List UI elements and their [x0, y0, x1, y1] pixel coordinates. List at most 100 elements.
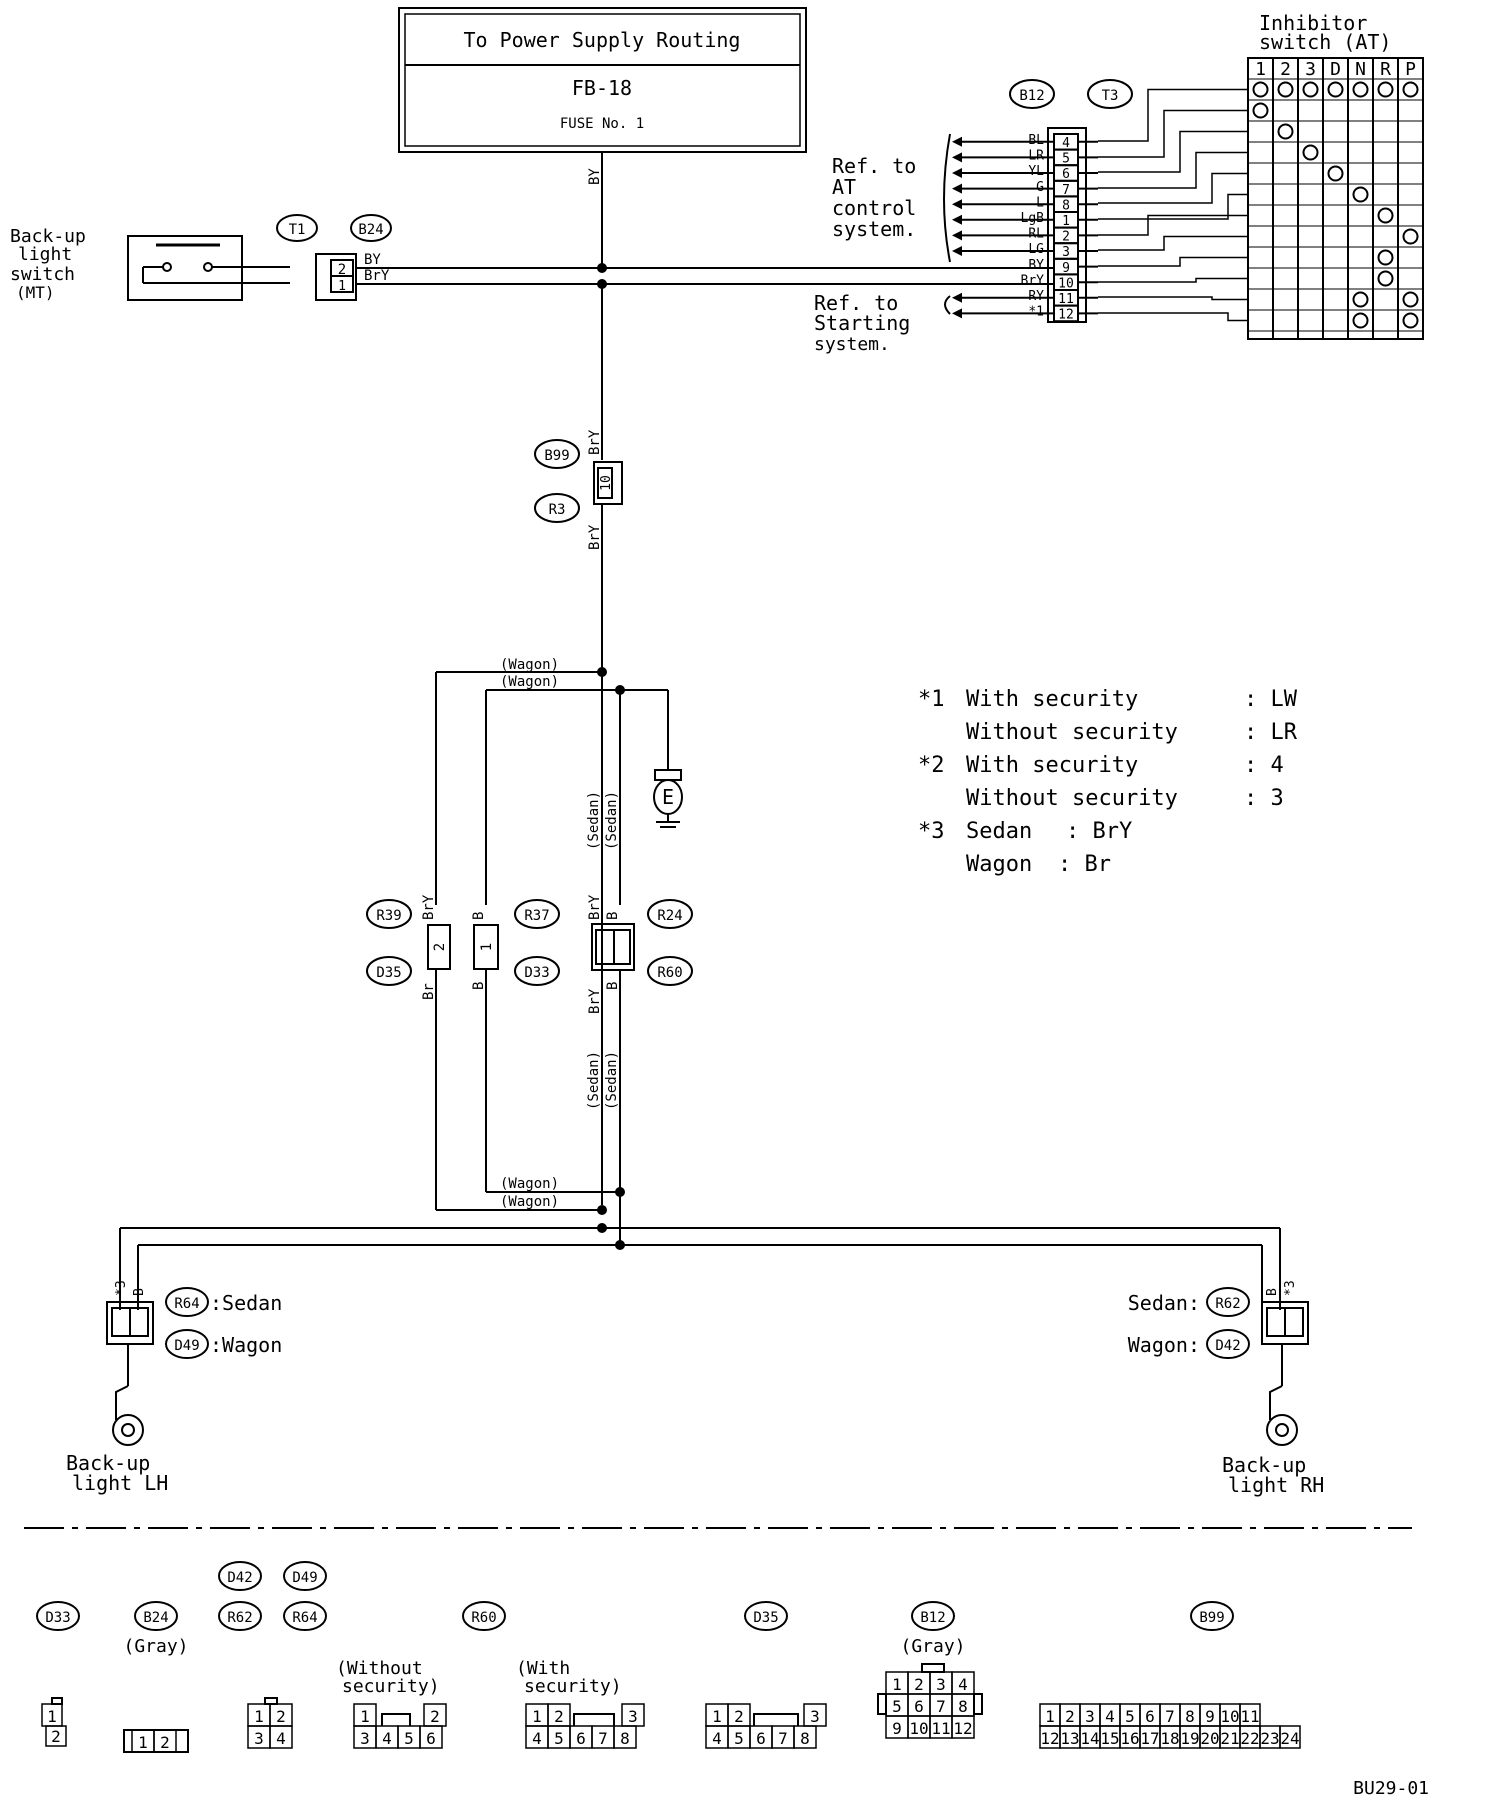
inhibitor-title-2: switch (AT)	[1259, 30, 1391, 54]
legend-d42: D42	[227, 1570, 252, 1586]
ground-symbol: E	[653, 769, 683, 828]
legend-d35: D35	[753, 1610, 778, 1626]
ref-at-line-1: Ref. to	[832, 154, 916, 178]
inhibitor-link	[1098, 312, 1248, 322]
ref-start-line-3: system.	[814, 334, 890, 355]
d35-pin: 3	[810, 1707, 820, 1726]
inhibitor-contact	[1377, 249, 1394, 266]
inhibitor-link	[1098, 277, 1248, 283]
inhibitor-contact	[1402, 291, 1419, 308]
arrow-icon	[952, 230, 962, 241]
note-value: : 3	[1244, 786, 1284, 811]
d42-cell	[269, 1725, 293, 1749]
connector-d42: D42	[1215, 1338, 1240, 1354]
rh-label-2: light RH	[1228, 1473, 1324, 1497]
wagon-label-top-2: (Wagon)	[500, 674, 559, 690]
d35-key	[753, 1713, 799, 1726]
connector-d35: D35	[376, 965, 401, 981]
b99-pin: 13	[1060, 1729, 1079, 1748]
b99-pin-10: 10	[599, 475, 614, 491]
ref-at-control: Ref. to AT control system.	[832, 133, 951, 263]
connector-b24: B24	[358, 222, 383, 238]
arrow-icon	[952, 168, 962, 178]
b12-pin-9: 9	[1062, 261, 1070, 276]
r60b-pin: 3	[628, 1707, 638, 1726]
wagon-label-bot-1: (Wagon)	[500, 1176, 559, 1192]
r60a-pin: 2	[430, 1707, 440, 1726]
ref-at-line-4: system.	[832, 217, 916, 241]
r39-pin: 2	[432, 943, 448, 951]
inhibitor-pos-D: D	[1330, 59, 1341, 80]
b12-wire-6: RL	[1028, 227, 1044, 242]
r60a-pin: 4	[382, 1729, 392, 1748]
b12l-pin: 2	[914, 1675, 924, 1694]
b99-pin: 2	[1065, 1707, 1075, 1726]
connector-legend: D33 B24 (Gray) D42 D49 R62 R64 R60 (With…	[36, 1561, 1301, 1753]
inhibitor-pos-3: 3	[1305, 59, 1316, 80]
arrow-icon	[952, 183, 962, 194]
d35-pin: 4	[712, 1729, 722, 1748]
r60a-pin: 5	[404, 1729, 414, 1748]
d33-cell	[45, 1725, 67, 1747]
note-value: : BrY	[1066, 819, 1132, 844]
r60b-pin: 1	[532, 1707, 542, 1726]
inhibitor-link	[1098, 88, 1248, 142]
b99-pin: 14	[1080, 1729, 1099, 1748]
sedan-label-bot-2: (Sedan)	[604, 1051, 620, 1110]
b12-wire-0: BL	[1028, 133, 1044, 148]
b12-pin-11: 11	[1058, 292, 1074, 307]
d35-pin: 1	[712, 1707, 722, 1726]
inhibitor-pos-R: R	[1380, 59, 1391, 80]
b12l-pin: 10	[909, 1719, 928, 1738]
lh-sedan-label: :Sedan	[210, 1291, 282, 1315]
inhibitor-link	[1098, 130, 1248, 173]
connector-r24: R24	[657, 908, 682, 924]
b24-pin: 2	[160, 1733, 170, 1752]
connector-b99-r3: B99 R3 10	[534, 439, 623, 523]
connector-b99: B99	[544, 448, 569, 464]
connector-r37-d33: R37 D33 1 B B	[471, 899, 560, 990]
t1-pin-1: 1	[338, 279, 346, 294]
inhibitor-contact	[1352, 81, 1369, 98]
arrow-icon	[952, 246, 962, 256]
b99-pin: 3	[1085, 1707, 1095, 1726]
r60a-pin: 1	[360, 1707, 370, 1726]
b12l-pin: 12	[953, 1719, 972, 1738]
backup-switch-label-2: light	[18, 244, 72, 265]
rh-wire-b: B	[1265, 1288, 1280, 1296]
inhibitor-link	[1098, 109, 1248, 158]
wire-bry-r24: BrY	[587, 894, 603, 920]
wire-by-fuse: BY	[587, 168, 603, 185]
inhibitor-pos-N: N	[1355, 59, 1366, 80]
wagon-label-bot-2: (Wagon)	[500, 1194, 559, 1210]
connector-t1: T1	[289, 222, 306, 238]
note-label: With security	[966, 687, 1138, 712]
inhibitor-contact	[1302, 81, 1319, 98]
b12-wire-9: BrY	[1021, 273, 1045, 288]
arrow-icon	[952, 199, 962, 210]
connector-r39-d35: R39 D35 2 BrY Br	[366, 894, 451, 1000]
arrow-icon	[952, 152, 962, 163]
connector-r64: R64	[174, 1296, 199, 1312]
rh-wire-star3: *3	[1283, 1280, 1298, 1296]
note-mark: *2	[918, 753, 945, 778]
inhibitor-contact	[1277, 81, 1294, 98]
b99-pin: 9	[1205, 1707, 1215, 1726]
inhibitor-contact	[1402, 81, 1419, 98]
r60b-pin: 2	[554, 1707, 564, 1726]
connector-r39: R39	[376, 908, 401, 924]
d42-key	[264, 1697, 278, 1705]
inhibitor-link	[1098, 172, 1248, 204]
inhibitor-contact	[1327, 165, 1344, 182]
b99-pin: 17	[1140, 1729, 1159, 1748]
d33-key	[51, 1697, 63, 1705]
note-value: : Br	[1058, 852, 1111, 877]
connector-t1-b24: T1 B24 2 1 BY BrY	[276, 214, 392, 301]
wire-bry-r39: BrY	[421, 894, 437, 920]
d33-pin: 2	[51, 1727, 61, 1746]
d35-pin: 6	[756, 1729, 766, 1748]
connector-r3: R3	[549, 502, 566, 518]
connector-d33: D33	[524, 965, 549, 981]
